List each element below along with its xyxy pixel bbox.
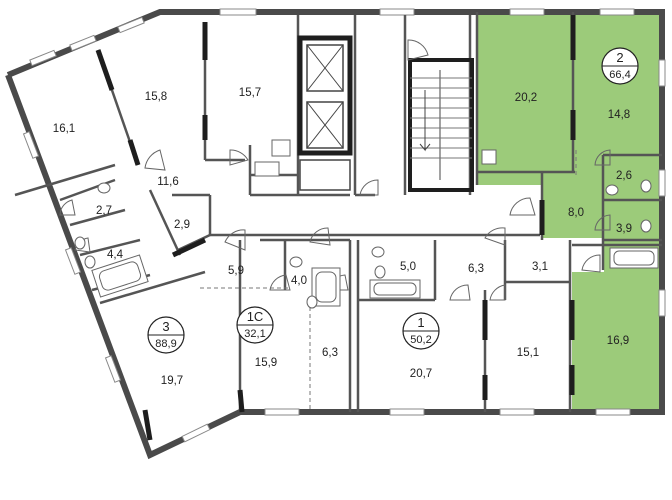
apartment-area: 66,4 <box>609 69 630 81</box>
room-4-4: 4,4 <box>107 249 124 261</box>
room-16-1: 16,1 <box>53 123 75 135</box>
room-3-1: 3,1 <box>532 261 548 273</box>
room-2-6: 2,6 <box>616 170 632 182</box>
room-4-0: 4,0 <box>291 275 307 287</box>
room-6-3a: 6,3 <box>322 347 338 359</box>
room-20-2: 20,2 <box>515 92 537 104</box>
apartment-badge-1c[interactable]: 1С 32,1 <box>236 306 274 344</box>
room-labels: 16,1 15,8 15,7 11,6 2,7 2,9 4,4 19,7 5,9… <box>53 87 632 387</box>
dashed-lines <box>200 150 577 412</box>
elevator-core <box>297 35 353 191</box>
room-15-7: 15,7 <box>239 87 261 99</box>
windows <box>22 8 666 443</box>
apartment-area: 50,2 <box>410 334 431 346</box>
room-6-3b: 6,3 <box>468 263 484 275</box>
apartment-number: 2 <box>616 50 623 65</box>
room-2-9: 2,9 <box>174 219 190 231</box>
room-19-7: 19,7 <box>161 375 183 387</box>
room-5-9: 5,9 <box>228 265 244 277</box>
room-15-9: 15,9 <box>255 357 277 369</box>
room-2-7: 2,7 <box>96 205 112 217</box>
apartment-badge-1[interactable]: 1 50,2 <box>402 312 440 350</box>
room-20-7: 20,7 <box>410 368 432 380</box>
apartment-area: 32,1 <box>244 328 265 340</box>
room-15-8: 15,8 <box>145 91 167 103</box>
stairwell <box>408 58 474 192</box>
apartment-badge-3[interactable]: 3 88,9 <box>147 316 185 354</box>
apartment-number: 3 <box>162 319 169 334</box>
apartment-area: 88,9 <box>155 338 176 350</box>
room-5-0: 5,0 <box>400 261 416 273</box>
room-11-6: 11,6 <box>157 176 179 188</box>
apartment-2-highlight[interactable] <box>477 12 662 412</box>
apartment-number: 1 <box>417 315 424 330</box>
room-3-9: 3,9 <box>616 223 632 235</box>
room-15-1: 15,1 <box>517 347 539 359</box>
structural-walls <box>95 15 576 441</box>
apartment-number: 1С <box>247 309 264 324</box>
room-14-8: 14,8 <box>608 109 630 121</box>
room-8-0: 8,0 <box>568 207 584 219</box>
room-16-9: 16,9 <box>607 335 629 347</box>
fixtures <box>74 139 659 309</box>
apartment-badge-2[interactable]: 2 66,4 <box>601 47 639 85</box>
